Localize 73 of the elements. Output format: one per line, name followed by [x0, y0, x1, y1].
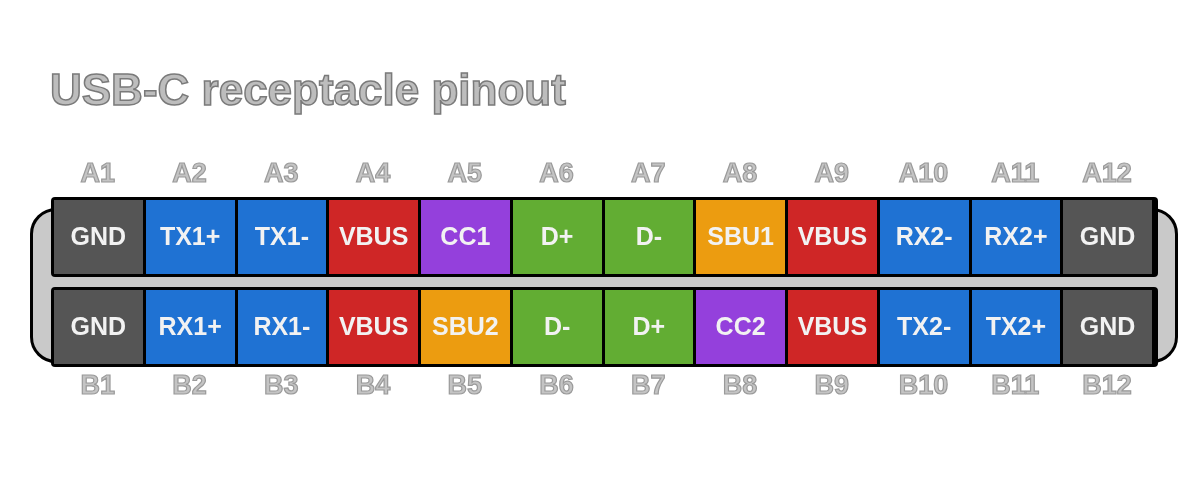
pin-signal: VBUS — [797, 221, 868, 253]
pin-signal: GND — [1079, 221, 1136, 253]
pin-number: B2 — [172, 372, 207, 399]
pin-signal: GND — [1079, 311, 1136, 343]
pin-number: A8 — [722, 160, 758, 187]
pin-signal: TX2- — [897, 311, 952, 343]
pin-signal: GND — [70, 311, 127, 343]
pin-signal: VBUS — [338, 221, 409, 253]
pin-signal: CC1 — [440, 221, 491, 253]
pin-box — [237, 290, 327, 364]
pin-box — [421, 290, 510, 364]
pin-box — [788, 290, 877, 364]
pin-signal: SBU1 — [707, 221, 774, 253]
pin-box — [1063, 200, 1152, 274]
pin-number: B11 — [991, 372, 1040, 399]
pin-box — [145, 200, 235, 274]
pin-signal: TX1+ — [159, 221, 221, 253]
pin-number: A4 — [355, 160, 391, 187]
pin-box — [329, 200, 418, 274]
pin-number: A5 — [447, 160, 483, 187]
pin-signal: TX2+ — [985, 311, 1047, 343]
pin-signal: RX2- — [895, 221, 953, 253]
pin-box — [604, 200, 694, 274]
pin-box — [971, 290, 1061, 364]
title: USB-C receptacle pinout — [50, 68, 566, 112]
pin-signal: SBU2 — [432, 311, 499, 343]
pin-number: B1 — [80, 372, 116, 399]
pin-box — [788, 200, 877, 274]
pin-box — [421, 200, 510, 274]
pin-number: A3 — [264, 160, 299, 187]
pin-box — [696, 290, 785, 364]
pin-signal: RX1+ — [158, 311, 222, 343]
pin-box — [237, 200, 327, 274]
pin-number: A9 — [814, 160, 850, 187]
pin-box — [512, 290, 602, 364]
pin-signal: D- — [543, 311, 571, 343]
pin-number: B10 — [898, 372, 949, 399]
pin-number: A11 — [991, 160, 1040, 187]
pin-box — [329, 290, 418, 364]
pin-box — [145, 290, 235, 364]
pin-signal: D+ — [540, 221, 574, 253]
pin-number: B9 — [814, 372, 850, 399]
pin-signal: RX1- — [253, 311, 311, 343]
pin-signal: GND — [70, 221, 127, 253]
pin-number: B7 — [631, 372, 666, 399]
pin-signal: VBUS — [797, 311, 868, 343]
pin-number: B5 — [447, 372, 483, 399]
pin-box — [54, 290, 143, 364]
pin-box — [879, 290, 969, 364]
pin-number: A1 — [80, 160, 116, 187]
pin-signal: D+ — [632, 311, 666, 343]
pin-number: A2 — [172, 160, 207, 187]
pin-number: B6 — [539, 372, 574, 399]
pin-number: B12 — [1082, 372, 1132, 399]
pin-number: B4 — [355, 372, 391, 399]
pin-box — [696, 200, 785, 274]
pin-signal: RX2+ — [984, 221, 1048, 253]
pin-signal: TX1- — [254, 221, 309, 253]
pin-box — [54, 200, 143, 274]
pin-number: A7 — [631, 160, 666, 187]
pin-box — [971, 200, 1061, 274]
pin-box — [879, 200, 969, 274]
pin-number: A12 — [1082, 160, 1132, 187]
pin-number: A6 — [539, 160, 574, 187]
pin-number: B8 — [722, 372, 758, 399]
pin-number: A10 — [898, 160, 949, 187]
pin-signal: D- — [635, 221, 663, 253]
pin-number: B3 — [264, 372, 299, 399]
pin-box — [512, 200, 602, 274]
pin-signal: CC2 — [715, 311, 766, 343]
pin-signal: VBUS — [338, 311, 409, 343]
pin-box — [604, 290, 694, 364]
pin-box — [1063, 290, 1152, 364]
